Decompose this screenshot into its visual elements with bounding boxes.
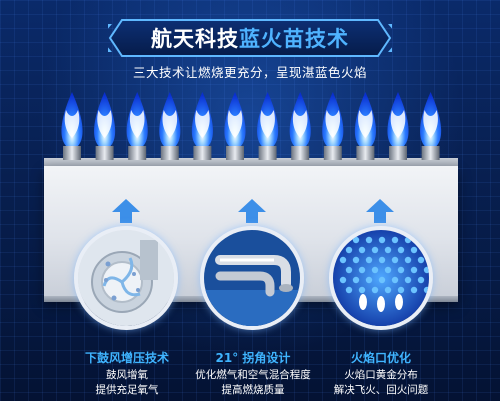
banner-frame bbox=[108, 19, 392, 57]
flame-port bbox=[410, 286, 418, 294]
feature-3-line-1: 火焰口黄金分布 bbox=[344, 369, 418, 381]
burner-nozzle bbox=[421, 146, 440, 160]
burner-nozzle bbox=[389, 146, 407, 160]
flame-port bbox=[365, 276, 373, 284]
flame-port bbox=[391, 236, 399, 244]
flame-core bbox=[195, 110, 210, 138]
flame-port bbox=[378, 256, 386, 264]
flame-port bbox=[352, 276, 360, 284]
flame-port bbox=[423, 286, 429, 294]
burner-nozzle bbox=[226, 146, 244, 160]
flame-port bbox=[397, 266, 405, 274]
upward-arrow-icon bbox=[112, 199, 140, 223]
flame-port bbox=[423, 246, 429, 254]
fan-blower-illustration bbox=[74, 226, 178, 330]
flame-port bbox=[358, 266, 366, 274]
flame-port bbox=[417, 236, 425, 244]
burner-nozzle bbox=[356, 146, 375, 160]
blue-flame-grid-icon bbox=[333, 230, 429, 326]
flame-port bbox=[384, 246, 392, 254]
flame-port bbox=[404, 256, 412, 264]
flame-port bbox=[378, 236, 386, 244]
feature-3-line-2: 解决飞火、回火问题 bbox=[333, 384, 429, 396]
flame-core bbox=[423, 110, 438, 138]
flame-port bbox=[345, 246, 353, 254]
flame-port bbox=[384, 266, 392, 274]
title-white-part: 航天科技 bbox=[151, 27, 239, 51]
flame-core bbox=[390, 110, 406, 138]
flame-port bbox=[339, 276, 347, 284]
bent-pipe-icon bbox=[204, 230, 300, 326]
flame-port bbox=[404, 276, 412, 284]
flame-port bbox=[352, 256, 360, 264]
flame-port bbox=[378, 276, 386, 284]
flame-port bbox=[371, 246, 379, 254]
flame-port bbox=[410, 246, 418, 254]
flame-core bbox=[64, 110, 80, 138]
flame-port bbox=[371, 286, 379, 294]
fan-blower-icon bbox=[78, 230, 174, 326]
upward-arrow-icon bbox=[238, 199, 266, 223]
flame-port bbox=[358, 246, 366, 254]
burner-nozzle bbox=[258, 146, 277, 160]
feature-3-title: 火焰口优化 bbox=[350, 351, 411, 365]
feature-1-title: 下鼓风增压技术 bbox=[84, 351, 169, 365]
flame-core bbox=[227, 110, 243, 138]
flame-port bbox=[358, 286, 366, 294]
flame-port bbox=[417, 256, 425, 264]
flame-core bbox=[129, 110, 145, 138]
flame-core bbox=[162, 110, 178, 138]
title-blue-part: 蓝火苗技术 bbox=[239, 27, 349, 51]
feature-2-title: 21° 拐角设计 bbox=[215, 351, 291, 365]
flame-core bbox=[358, 110, 373, 138]
burner-top-edge bbox=[44, 158, 458, 168]
flame-port bbox=[404, 236, 412, 244]
burner-nozzle bbox=[95, 146, 114, 160]
flame-port bbox=[410, 266, 418, 274]
feature-1-line-1: 鼓风增氧 bbox=[106, 369, 148, 381]
flame-port bbox=[365, 256, 373, 264]
flame-row bbox=[61, 92, 442, 160]
flame-port bbox=[345, 266, 353, 274]
burner-nozzle bbox=[160, 146, 179, 160]
flame-port bbox=[397, 246, 405, 254]
feature-2-line-2: 提高燃烧质量 bbox=[221, 384, 285, 396]
bent-pipe-illustration bbox=[200, 226, 304, 330]
flame-port bbox=[365, 236, 373, 244]
flame-port bbox=[391, 276, 399, 284]
burner-nozzle bbox=[323, 146, 342, 160]
flame-core bbox=[97, 110, 112, 138]
flame-port bbox=[339, 236, 347, 244]
burner-nozzle bbox=[291, 146, 310, 160]
burner-nozzle bbox=[128, 146, 147, 160]
flame-port bbox=[391, 256, 399, 264]
upward-arrow-icon bbox=[366, 199, 394, 223]
flame-port bbox=[417, 276, 425, 284]
burner-nozzle bbox=[63, 146, 81, 160]
feature-2-line-1: 优化燃气和空气混合程度 bbox=[195, 369, 311, 381]
flame-grid-illustration bbox=[329, 226, 433, 330]
flame-core bbox=[292, 110, 308, 138]
flame-port bbox=[352, 236, 360, 244]
feature-1-line-2: 提供充足氧气 bbox=[95, 384, 159, 396]
page-subtitle: 三大技术让燃烧更充分，呈现湛蓝色火焰 bbox=[132, 65, 367, 80]
flame-port bbox=[345, 286, 353, 294]
flame-port bbox=[397, 286, 405, 294]
flame-port bbox=[339, 256, 347, 264]
burner-nozzle bbox=[193, 146, 212, 160]
title-banner: 航天科技蓝火苗技术 bbox=[108, 18, 392, 58]
flame-port bbox=[423, 266, 429, 274]
flame-core bbox=[260, 110, 275, 138]
page-title: 航天科技蓝火苗技术 bbox=[108, 18, 392, 58]
flame-core bbox=[325, 110, 341, 138]
flame-port bbox=[371, 266, 379, 274]
flame-port bbox=[384, 286, 392, 294]
